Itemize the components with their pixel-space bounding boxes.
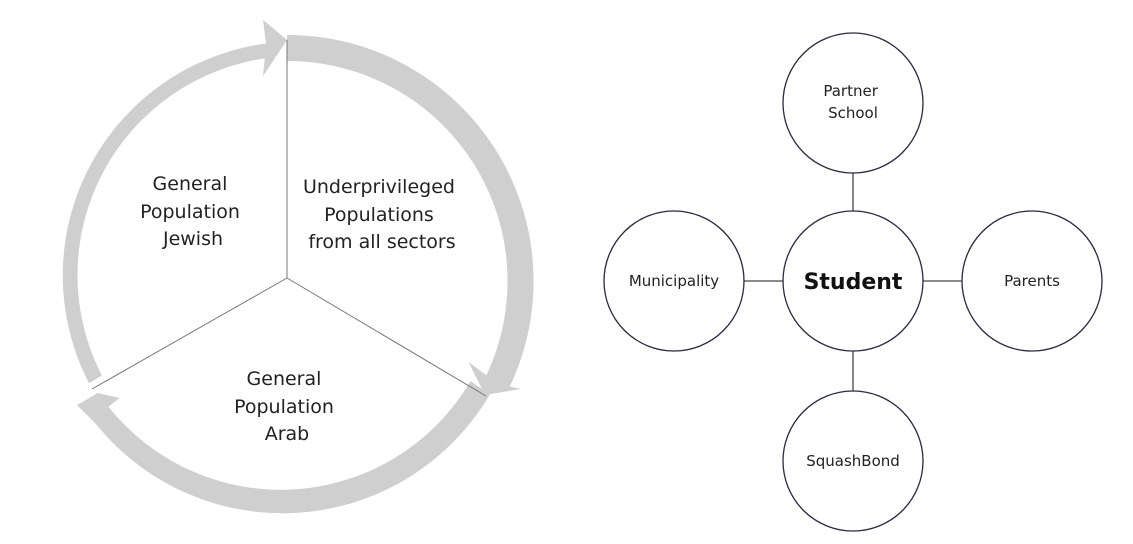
segment-label-arab: General Population Arab (234, 368, 340, 445)
node-student (782, 210, 924, 352)
cycle-arrow-right (287, 34, 534, 396)
node-label-parents: Parents (1004, 272, 1060, 290)
cycle-arrow-top (62, 19, 288, 384)
node-label-squashbond: SquashBond (806, 452, 900, 470)
segment-label-underprivileged: Underprivileged Populations from all sec… (303, 176, 461, 253)
node-squashbond (782, 390, 924, 532)
node-label-student: Student (804, 270, 903, 295)
node-label-municipality: Municipality (629, 272, 719, 290)
cycle-divider-right (286, 277, 487, 397)
node-partner-school (782, 32, 924, 174)
cycle-diagram: General Population Jewish Underprivilege… (62, 19, 534, 514)
node-label-partner-school: Partner School (823, 82, 882, 122)
node-municipality (603, 210, 745, 352)
node-parents (961, 210, 1103, 352)
cycle-divider-left (91, 277, 288, 390)
cycle-arrow-bottom (77, 381, 490, 514)
hub-diagram: Partner School Municipality Student Pare… (603, 32, 1103, 532)
segment-label-jewish: General Population Jewish (140, 173, 246, 250)
